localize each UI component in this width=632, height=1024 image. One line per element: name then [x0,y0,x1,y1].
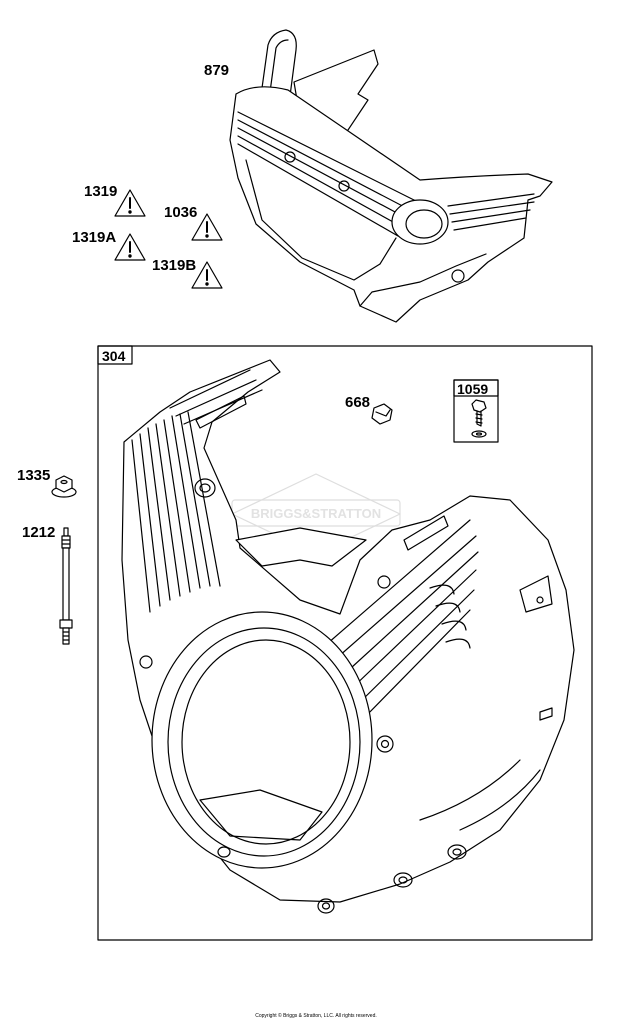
callout-1212: 1212 [22,524,56,541]
callout-1319: 1319 [84,183,118,200]
warning-triangle-icon [191,213,223,241]
part-1335-flange-nut [51,475,77,498]
part-879-shroud [229,29,553,323]
part-304-blower-housing [121,359,575,914]
callout-304: 304 [102,348,126,364]
callout-1059: 1059 [457,381,489,397]
kit-304-frame [97,345,593,941]
part-668-nut [371,403,393,425]
watermark-text: BRIGGS&STRATTON [251,506,381,521]
copyright-notice: Copyright © Briggs & Stratton, LLC. All … [255,1013,377,1019]
warning-triangle-icon [191,261,223,289]
warning-triangle-icon [114,189,146,217]
callout-1335: 1335 [17,467,51,484]
callout-1319a: 1319A [72,229,117,246]
callout-1036: 1036 [164,204,198,221]
part-1212-stud [59,527,73,645]
callout-668: 668 [345,394,371,411]
kit-304-label-box [97,345,133,365]
warning-triangle-icon [114,233,146,261]
kit-1059 [453,379,499,443]
callout-1319b: 1319B [152,257,197,274]
callout-879: 879 [204,62,230,79]
warning-labels [114,189,223,289]
